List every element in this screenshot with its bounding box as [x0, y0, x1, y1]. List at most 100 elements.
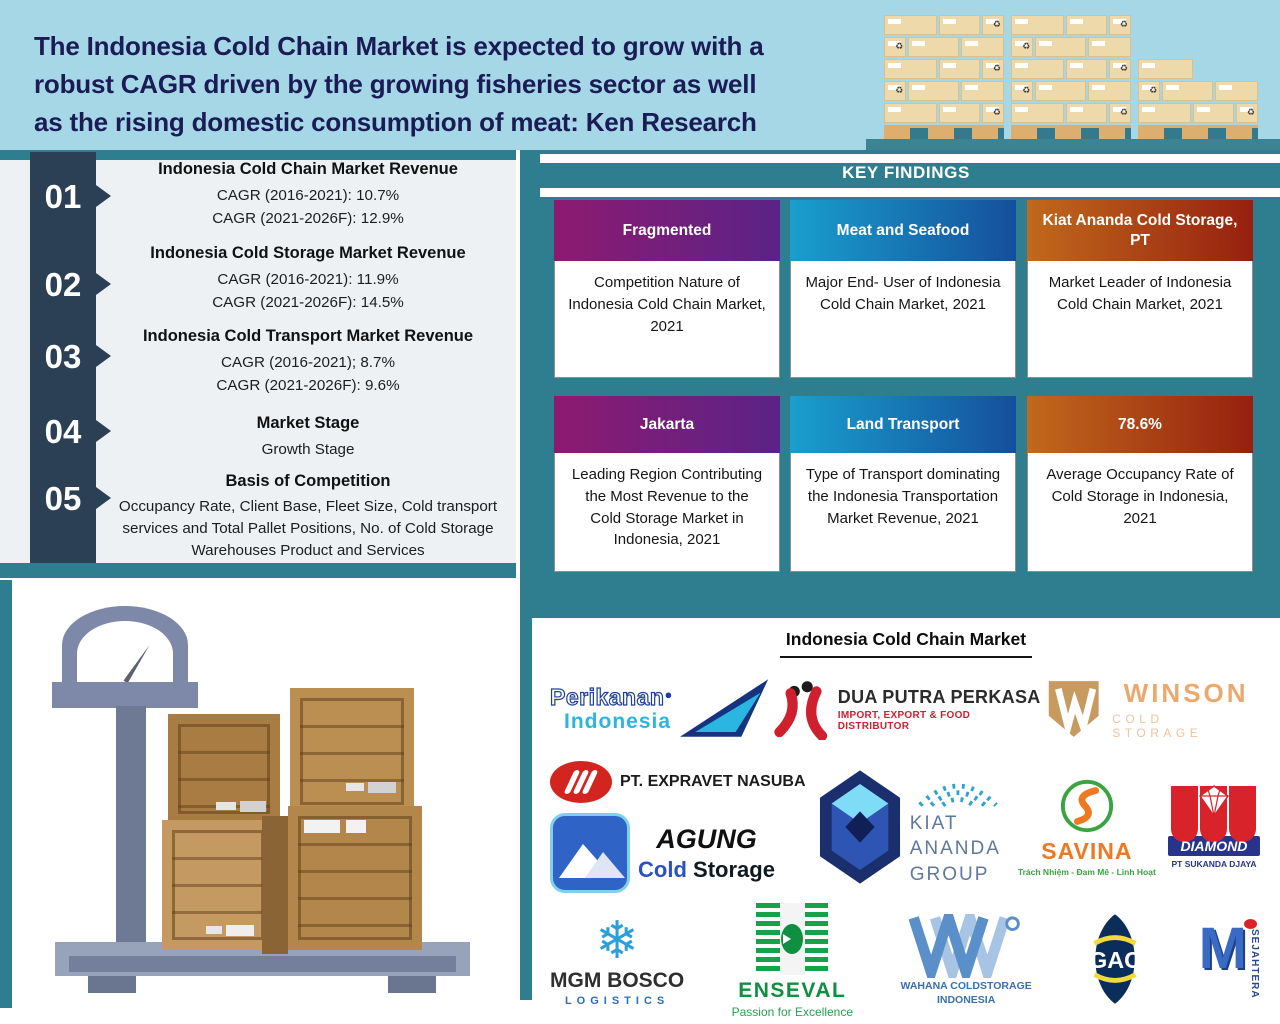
stat-item-3: Indonesia Cold Transport Market Revenue … — [104, 327, 512, 397]
key-finding-card-4: Jakarta Leading Region Contributing the … — [554, 396, 780, 572]
stat-line: Growth Stage — [261, 441, 355, 458]
stat-line: CAGR (2016-2021): 10.7% — [216, 187, 400, 204]
logo-winson-cold-storage: WINSON COLD STORAGE — [1043, 677, 1260, 741]
recycle-icon: ♻ — [1246, 107, 1255, 117]
cargo-box — [290, 688, 414, 815]
stat-line: CAGR (2021-2026F): 12.9% — [212, 210, 404, 227]
arrow-right-icon — [96, 487, 111, 509]
stat-title: Market Stage — [256, 414, 360, 432]
logo-row-1: Perikanan● Indonesia DUA PUTRA PERKASA — [549, 666, 1260, 752]
stat-item-2: Indonesia Cold Storage Market Revenue CA… — [104, 244, 512, 314]
gac-icon: GAC — [1089, 913, 1141, 1004]
logo-row-3: ❄ MGM BOSCO LOGISTICS ENSEVAL Passion fo… — [550, 900, 1260, 1022]
card-body: Major End- User of Indonesia Cold Chain … — [805, 274, 1001, 313]
stat-title: Indonesia Cold Transport Market Revenue — [142, 327, 474, 345]
arrow-right-icon — [96, 345, 111, 367]
enseval-icon — [756, 903, 829, 975]
logo-agung-cold-storage: AGUNG Cold Storage — [550, 813, 775, 893]
stat-line: CAGR (2016-2021): 11.9% — [217, 271, 399, 288]
recycle-icon: ♻ — [1149, 85, 1158, 95]
key-findings-title: KEY FINDINGS — [842, 163, 970, 182]
stat-line: CAGR (2021-2026F): 9.6% — [216, 377, 400, 394]
card-header: Fragmented — [554, 200, 780, 261]
stat-item-5: Basis of Competition Occupancy Rate, Cli… — [104, 472, 512, 562]
competition-dashboard-panel: Indonesia Cold Chain Market Perikanan● I… — [532, 618, 1280, 1024]
recycle-icon: ♻ — [1119, 19, 1128, 29]
stat-title: Indonesia Cold Storage Market Revenue — [150, 244, 466, 262]
headline-line-2: robust CAGR driven by the growing fisher… — [34, 69, 757, 99]
logo-enseval: ENSEVAL Passion for Excellence — [732, 903, 853, 1019]
stat-number-02: 02 — [44, 266, 82, 303]
logo-wahana-coldstorage: WAHANA COLDSTORAGE INDONESIA — [900, 914, 1032, 1007]
recycle-icon: ♻ — [1119, 107, 1128, 117]
stat-line: CAGR (2021-2026F): 14.5% — [212, 294, 404, 311]
logo-savina: SAVINA Trách Nhiệm - Đam Mê - Linh Hoạt — [1018, 778, 1156, 877]
gem-icon — [819, 770, 900, 884]
logo-perikanan-indonesia: Perikanan● Indonesia — [549, 677, 772, 741]
card-body: Market Leader of Indonesia Cold Chain Ma… — [1048, 274, 1232, 313]
pallet-stacks-illustration: ♻♻♻♻♻ ♻♻♻♻♻ ♻♻ — [884, 15, 1258, 139]
snowflake-icon: ❄ — [595, 912, 639, 970]
pallet-stack: ♻♻ — [1138, 57, 1258, 139]
logo-mgm-bosco: ❄ MGM BOSCO LOGISTICS — [550, 912, 685, 1007]
recycle-icon: ♻ — [1119, 63, 1128, 73]
logo-pt-expravet-nasuba: PT. EXPRAVET NASUBA — [550, 761, 806, 803]
vertical-divider — [520, 150, 532, 1000]
logo-mi-sejahtera: M SEJAHTERA — [1198, 916, 1260, 999]
stat-number-05: 05 — [44, 480, 82, 517]
recycle-icon: ♻ — [895, 85, 904, 95]
stat-title: Indonesia Cold Chain Market Revenue — [158, 160, 458, 178]
scale-gauge — [62, 606, 188, 684]
mountain-icon — [550, 813, 630, 893]
svg-text:GAC: GAC — [1089, 946, 1141, 972]
card-body: Type of Transport dominating the Indones… — [805, 466, 1001, 527]
recycle-icon: ♻ — [1022, 41, 1031, 51]
infographic-header: The Indonesia Cold Chain Market is expec… — [0, 0, 1280, 154]
stat-title: Basis of Competition — [225, 472, 391, 490]
double-w-icon — [908, 914, 1020, 979]
stat-line: CAGR (2016-2021); 8.7% — [221, 354, 395, 371]
headline-line-1: The Indonesia Cold Chain Market is expec… — [34, 31, 764, 61]
cargo-box — [162, 820, 274, 950]
card-body: Competition Nature of Indonesia Cold Cha… — [568, 274, 766, 335]
savina-icon — [1060, 779, 1113, 832]
key-finding-card-3: Kiat Ananda Cold Storage, PT Market Lead… — [1027, 200, 1253, 378]
logo-row-2: PT. EXPRAVET NASUBA AGUNG Cold Storage — [550, 752, 1260, 902]
red-dot-icon — [1243, 919, 1257, 930]
cargo-box — [288, 806, 422, 950]
stat-number-03: 03 — [44, 338, 82, 375]
swoosh-icon — [680, 679, 769, 737]
recycle-icon: ♻ — [992, 63, 1001, 73]
figures-icon — [774, 681, 828, 740]
card-header: Kiat Ananda Cold Storage, PT — [1027, 200, 1253, 261]
recycle-icon: ♻ — [1022, 85, 1031, 95]
headline-line-3: as the rising domestic consumption of me… — [34, 107, 757, 137]
recycle-icon: ♻ — [895, 41, 904, 51]
diamond-arches-icon — [1168, 785, 1260, 842]
logo-dua-putra-perkasa: DUA PUTRA PERKASA IMPORT, EXPORT & FOOD … — [772, 678, 1043, 740]
logo-gac: GAC — [1079, 912, 1151, 1011]
left-edge-strip — [0, 580, 12, 1008]
card-header: Jakarta — [554, 396, 780, 453]
pallet-stack: ♻ ♻ ♻ ♻ ♻ — [1011, 13, 1131, 139]
diamond-icon — [1198, 784, 1230, 817]
key-finding-card-6: 78.6% Average Occupancy Rate of Cold Sto… — [1027, 396, 1253, 572]
key-finding-card-1: Fragmented Competition Nature of Indones… — [554, 200, 780, 378]
pallet-stack: ♻♻♻♻♻ — [884, 13, 1004, 139]
headline: The Indonesia Cold Chain Market is expec… — [34, 27, 764, 141]
recycle-icon: ♻ — [992, 19, 1001, 29]
arrow-right-icon — [96, 185, 111, 207]
stat-item-4: Market Stage Growth Stage — [104, 414, 512, 461]
arrow-right-icon — [96, 273, 111, 295]
key-finding-card-2: Meat and Seafood Major End- User of Indo… — [790, 200, 1016, 378]
dot-icon: ● — [664, 687, 673, 702]
number-rail — [30, 152, 96, 563]
logo-kiat-ananda-group: KIAT ANANDA GROUP — [818, 767, 1006, 888]
dashboard-subtitle: Indonesia Cold Chain Market — [779, 629, 1033, 658]
arrow-right-icon — [96, 420, 111, 442]
card-header: Meat and Seafood — [790, 200, 1016, 261]
stat-item-1: Indonesia Cold Chain Market Revenue CAGR… — [104, 160, 512, 230]
key-finding-card-5: Land Transport Type of Transport dominat… — [790, 396, 1016, 572]
key-findings-panel: KEY FINDINGS Fragmented Competition Natu… — [532, 150, 1280, 758]
